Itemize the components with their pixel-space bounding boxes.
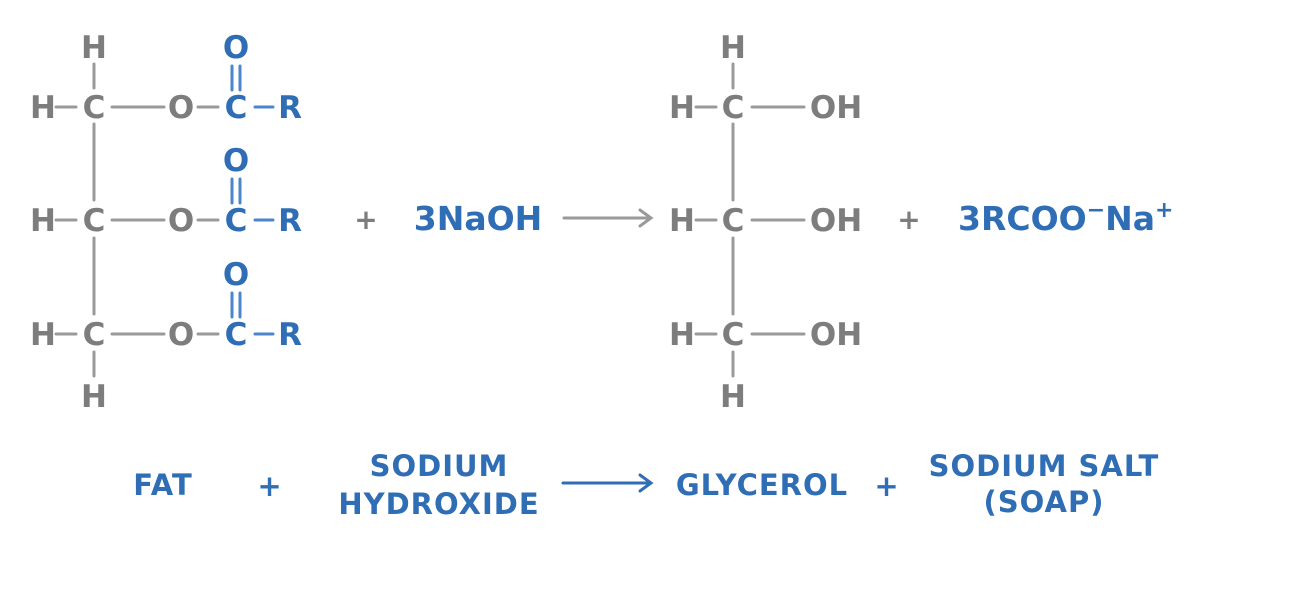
fat-ester-bonds	[230, 64, 275, 336]
fat-structure: H H C O O C R H C O O C R H C O O C R H	[30, 30, 302, 415]
atom-c: C	[83, 90, 106, 126]
atom-h-bottom: H	[720, 379, 746, 415]
atom-carbonyl-c: C	[225, 90, 248, 126]
word-hydroxide: HYDROXIDE	[338, 487, 539, 521]
reagent-naoh: 3NaOH	[414, 199, 543, 238]
product-charge-minus: −	[1087, 198, 1105, 223]
fat-bonds	[54, 62, 220, 378]
product-charge-plus: +	[1155, 198, 1173, 223]
atom-h: H	[30, 203, 56, 239]
glycerol-bonds	[694, 62, 806, 378]
atom-c: C	[722, 317, 745, 353]
atom-o: O	[168, 317, 194, 353]
word-plus: +	[257, 469, 282, 503]
atom-c: C	[722, 203, 745, 239]
plus-sign: +	[354, 203, 377, 236]
atom-carbonyl-o: O	[223, 30, 249, 66]
atom-c: C	[83, 317, 106, 353]
arrow-head	[638, 473, 654, 493]
atom-r: R	[278, 203, 302, 239]
glycerol-structure: H H C OH H C OH H C OH H	[669, 30, 862, 415]
atom-o: O	[168, 90, 194, 126]
atom-h: H	[669, 317, 695, 353]
group-oh: OH	[810, 203, 862, 239]
group-oh: OH	[810, 317, 862, 353]
atom-c: C	[722, 90, 745, 126]
word-fat: FAT	[133, 468, 192, 502]
atom-h: H	[30, 90, 56, 126]
atom-h-bottom: H	[81, 379, 107, 415]
word-glycerol: GLYCEROL	[676, 468, 848, 502]
arrow-head	[638, 208, 654, 228]
atom-carbonyl-o: O	[223, 143, 249, 179]
atom-h: H	[30, 317, 56, 353]
atom-carbonyl-o: O	[223, 257, 249, 293]
product-soap-formula: 3RCOO−Na+	[958, 198, 1173, 238]
plus-sign: +	[897, 203, 920, 236]
atom-o: O	[168, 203, 194, 239]
word-equation: FAT + SODIUM HYDROXIDE GLYCEROL + SODIUM…	[133, 449, 1160, 521]
word-soap: (SOAP)	[984, 485, 1105, 519]
atom-h: H	[669, 203, 695, 239]
atom-carbonyl-c: C	[225, 317, 248, 353]
word-sodium-salt: SODIUM SALT	[929, 449, 1160, 483]
reaction-arrow-bottom	[561, 473, 654, 493]
atom-r: R	[278, 90, 302, 126]
product-na: Na	[1105, 199, 1155, 238]
atom-h-top: H	[81, 30, 107, 66]
product-rcoo: 3RCOO	[958, 199, 1087, 238]
group-oh: OH	[810, 90, 862, 126]
word-sodium: SODIUM	[370, 449, 509, 483]
word-plus: +	[874, 469, 899, 503]
reaction-arrow-top	[562, 208, 654, 228]
atom-carbonyl-c: C	[225, 203, 248, 239]
atom-r: R	[278, 317, 302, 353]
atom-c: C	[83, 203, 106, 239]
atom-h-top: H	[720, 30, 746, 66]
atom-h: H	[669, 90, 695, 126]
